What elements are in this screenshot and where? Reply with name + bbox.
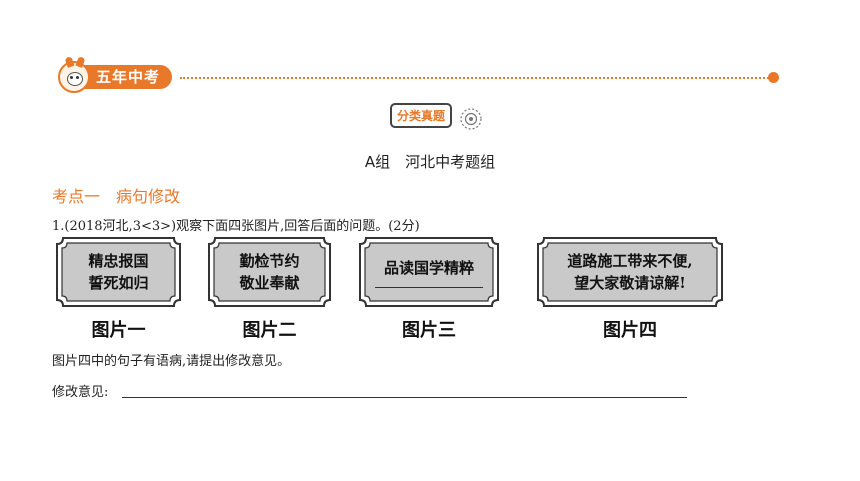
card-2-line-1: 勤检节约 — [239, 252, 300, 270]
dotted-divider — [180, 77, 772, 79]
category-label: 分类真题 — [396, 109, 445, 123]
picture-card-3: 品读国学精粹 — [358, 236, 500, 308]
card-4-line-2: 望大家敬请谅解! — [574, 274, 686, 292]
caption-4: 图片四 — [603, 320, 657, 341]
section-badge: 五年中考 — [58, 56, 173, 93]
group-title: A组 河北中考题组 — [364, 153, 496, 171]
picture-card-2: 勤检节约 敬业奉献 — [207, 236, 332, 308]
card-2-line-2: 敬业奉献 — [239, 274, 300, 292]
picture-card-1: 精忠报国 誓死如归 — [55, 236, 182, 308]
topic-heading: 考点一 病句修改 — [52, 187, 181, 206]
caption-3: 图片三 — [402, 320, 456, 341]
category-tag: 分类真题 — [390, 103, 452, 128]
card-3-line-1: 品读国学精粹 — [383, 258, 474, 277]
answer-label: 修改意见: — [52, 385, 109, 400]
card-4-line-1: 道路施工带来不便, — [567, 252, 693, 270]
caption-1: 图片一 — [91, 320, 146, 341]
mascot-icon — [58, 56, 90, 93]
caption-2: 图片二 — [242, 320, 297, 341]
picture-card-4: 道路施工带来不便, 望大家敬请谅解! — [536, 236, 724, 308]
question-stem: 1.(2018河北,3<3>)观察下面四张图片,回答后面的问题。(2分) — [52, 219, 420, 234]
card-3-blank-line — [375, 286, 483, 288]
answer-line[interactable] — [122, 397, 687, 398]
badge-label: 五年中考 — [82, 65, 173, 89]
question-prompt: 图片四中的句子有语病,请提出修改意见。 — [52, 354, 291, 369]
target-icon — [460, 108, 482, 130]
card-1-line-1: 精忠报国 — [88, 252, 149, 270]
card-1-line-2: 誓死如归 — [88, 274, 149, 292]
divider-end-dot — [768, 72, 779, 83]
